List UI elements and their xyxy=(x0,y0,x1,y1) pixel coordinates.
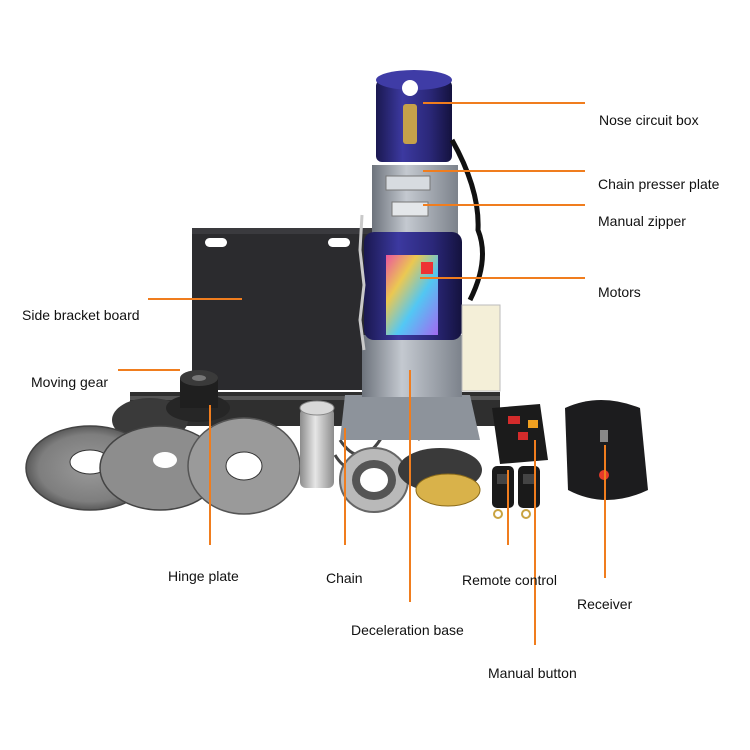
shaft-rod xyxy=(299,400,335,488)
side-bracket-board xyxy=(192,228,380,390)
label-nose-circuit-box: Nose circuit box xyxy=(599,112,699,128)
chain-presser-plate xyxy=(385,175,431,191)
nose-circuit-box xyxy=(402,80,418,144)
limit-switch xyxy=(461,304,501,392)
label-remote-control: Remote control xyxy=(462,572,557,588)
label-deceleration-base: Deceleration base xyxy=(351,622,464,638)
label-manual-button: Manual button xyxy=(488,665,577,681)
label-manual-zipper: Manual zipper xyxy=(598,213,686,229)
label-chain-presser-plate: Chain presser plate xyxy=(598,176,720,192)
label-motors: Motors xyxy=(598,284,641,300)
label-receiver: Receiver xyxy=(577,596,633,612)
label-chain: Chain xyxy=(326,570,363,586)
power-cable xyxy=(449,138,485,302)
moving-gear xyxy=(166,370,230,422)
label-moving-gear: Moving gear xyxy=(31,374,109,390)
manual-button-box xyxy=(492,404,548,464)
receiver xyxy=(565,400,648,500)
manual-chain xyxy=(358,214,366,351)
leader-lines xyxy=(118,102,606,645)
bearing xyxy=(339,447,409,513)
label-hinge-plate: Hinge plate xyxy=(168,568,239,584)
hinge-plate-small xyxy=(187,417,301,515)
label-side-bracket-board: Side bracket board xyxy=(22,307,140,323)
remote-control xyxy=(492,466,540,519)
manual-zipper xyxy=(391,201,429,217)
motor-label xyxy=(386,255,438,335)
